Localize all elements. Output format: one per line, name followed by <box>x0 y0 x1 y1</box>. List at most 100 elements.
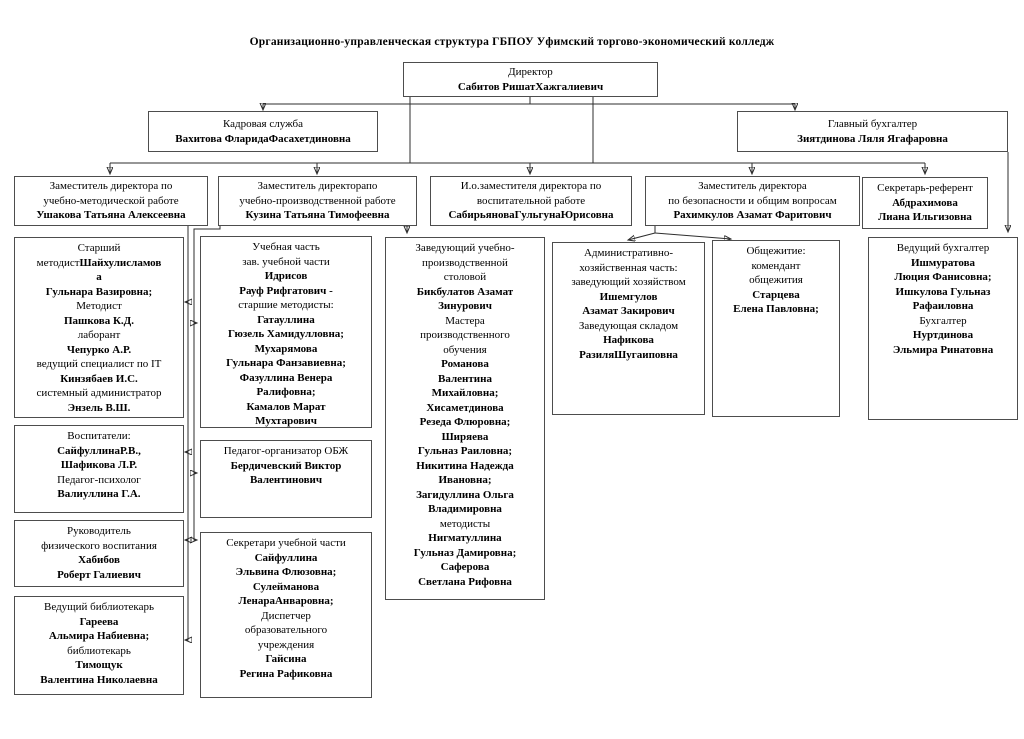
text-line: Камалов Марат <box>246 400 326 413</box>
text-line: обучения <box>443 343 487 356</box>
facilities-box: Административно-хозяйственная часть: заве… <box>552 242 705 415</box>
text-line: Заместитель директора по <box>49 180 173 193</box>
text-line: Зинурович <box>438 300 492 313</box>
text-line: СабирьяноваГульгунаЮрисовна <box>448 209 614 222</box>
text-line: Ишемгулов <box>599 290 658 303</box>
text-line: Общежитие: <box>746 245 806 257</box>
text-line: Эльвина Флюзовна; <box>235 566 337 579</box>
text-line: Шафикова Л.Р. <box>60 459 138 472</box>
text-line: Мастера <box>445 314 485 327</box>
text-line: образовательного <box>244 624 328 637</box>
text-line: Заместитель директорапо <box>257 180 378 193</box>
text-line: Тимощук <box>75 659 123 672</box>
text-line: Педагог-организатор ОБЖ <box>223 445 349 457</box>
text-line: Нафикова <box>603 334 654 347</box>
text-line: Валентина Николаевна <box>40 673 158 686</box>
text-line: Бухгалтер <box>919 314 967 327</box>
text-line: Заведующий учебно- <box>415 242 515 254</box>
text-line: Валиуллина Г.А. <box>57 488 141 501</box>
text-line: СайфуллинаР.В., <box>57 444 141 457</box>
text-line: Административно- <box>583 247 674 259</box>
text-line: Владимировна <box>428 503 502 516</box>
text-line: Директор <box>508 65 553 78</box>
text-line: Абдрахимова <box>892 196 958 209</box>
text-line: Гатауллина <box>257 313 315 326</box>
text-line: Загидуллина Ольга <box>416 488 514 501</box>
text-line: Саферова <box>440 561 490 574</box>
text-line: Гареева <box>79 615 119 628</box>
text-line: Чепурко А.Р. <box>66 343 132 356</box>
text-line: Секретарь-референт <box>877 182 973 195</box>
text-line: Сулейманова <box>252 580 320 593</box>
text-line: воспитательной работе <box>476 194 586 207</box>
text-line: Хабибов <box>78 554 120 567</box>
text-line: лаборант <box>77 329 121 342</box>
text-line: Руководитель <box>67 525 131 537</box>
text-line: Сайфуллина <box>254 551 318 564</box>
text-line: РазиляШугаиповна <box>579 348 678 361</box>
text-line: Рауф Рифгатович - <box>239 284 333 297</box>
text-line: Мухарямова <box>254 342 318 355</box>
text-line: заведующий хозяйством <box>571 276 686 289</box>
text-line: учебно-производственной работе <box>239 194 396 207</box>
text-line: И.о.заместителя директора по <box>460 180 602 193</box>
text-line: столовой <box>443 271 487 284</box>
text-line: Ширяева <box>441 430 489 443</box>
text-line: Люция Фанисовна; <box>894 271 992 284</box>
text-line: Валентина <box>438 372 492 385</box>
text-line: Никитина Надежда <box>416 459 514 472</box>
text-line: Ишмуратова <box>910 256 976 269</box>
text-line: Лиана Ильгизовна <box>878 211 972 224</box>
educators-box: Воспитатели:СайфуллинаР.В.,Шафикова Л.Р.… <box>14 425 184 513</box>
text-line: зав. учебной части <box>242 255 330 268</box>
text-line: Заведующая складом <box>578 319 679 332</box>
text-line: Диспетчер <box>261 609 311 622</box>
text-line: по безопасности и общим вопросам <box>668 194 837 207</box>
text-line: а <box>96 271 102 284</box>
text-line: старшие методисты: <box>238 299 334 312</box>
text-line: Рафаиловна <box>912 300 974 313</box>
text-line: хозяйственная часть: <box>579 261 678 274</box>
text-line: Михайловна; <box>431 387 499 400</box>
text-line: общежития <box>749 274 803 287</box>
text-line: ЛенараАнваровна; <box>238 595 334 608</box>
text-line: Гайсина <box>265 653 307 666</box>
connector-methodical-column <box>185 226 188 640</box>
text-line: Сабитов РишатХажгалиевич <box>457 80 604 93</box>
text-line: Ишкулова Гульназ <box>895 285 991 298</box>
connector-director-row2 <box>263 97 795 105</box>
text-line: Светлана Рифовна <box>418 575 512 588</box>
text-line: Заместитель директора <box>698 180 807 193</box>
text-line: методисты <box>439 517 491 530</box>
text-line: Альмира Набиевна; <box>48 630 150 643</box>
text-line: Регина Рафиковна <box>239 667 333 680</box>
text-line: Кинзябаев И.С. <box>60 372 138 385</box>
text-line: Зиятдинова Ляля Ягафаровна <box>797 132 948 145</box>
text-line: Энзель В.Ш. <box>67 401 131 414</box>
text-line: Фазуллина Венера <box>239 371 333 384</box>
text-line: Мухтарович <box>255 415 317 428</box>
text-line: Главный бухгалтер <box>827 117 918 130</box>
text-line: Педагог-психолог <box>57 473 141 486</box>
text-line: Нигматуллина <box>428 532 502 545</box>
text-line: Старцева <box>752 288 800 301</box>
chart-title: Организационно-управленческая структура … <box>249 36 775 48</box>
text-line: производственного <box>420 329 510 342</box>
text-line: Романова <box>441 358 489 371</box>
text-line: физического воспитания <box>41 539 157 552</box>
text-line: Ведущий бухгалтер <box>896 242 990 254</box>
text-line: Гульназ Дамировна; <box>413 546 517 559</box>
arrow-to-dormitory <box>654 232 731 239</box>
text-line: Идрисов <box>264 270 308 283</box>
